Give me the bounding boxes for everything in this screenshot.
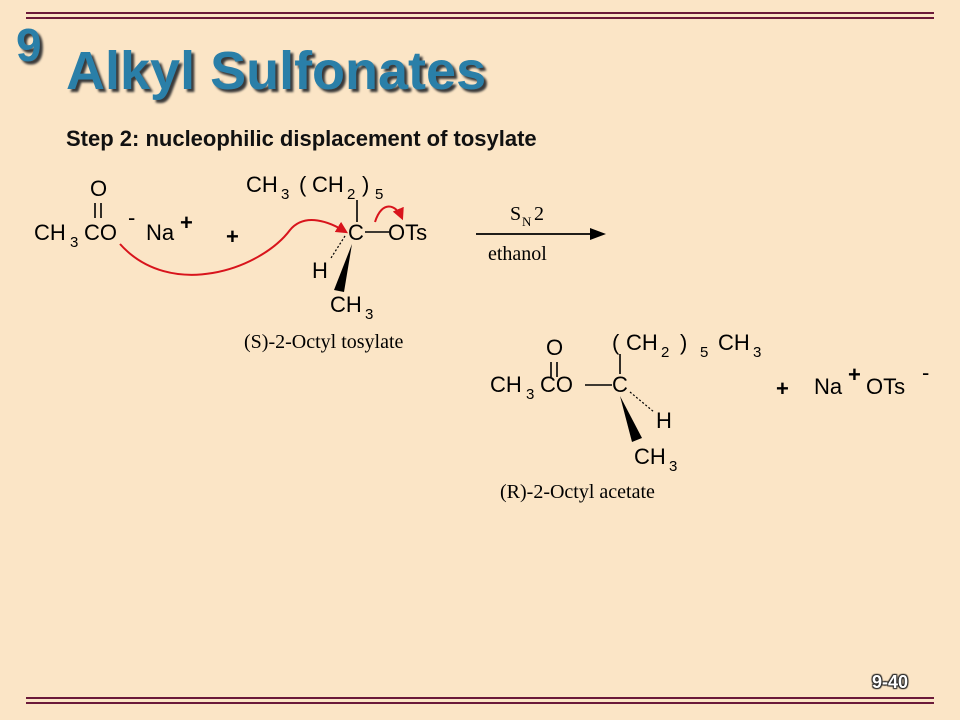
product-sub5: 5 bbox=[700, 344, 708, 361]
tosylate-chain-sub3: 3 bbox=[281, 186, 289, 203]
product-h-atom: H bbox=[656, 408, 672, 433]
product-methyl-ch: CH bbox=[634, 444, 666, 469]
acetate-sub3: 3 bbox=[70, 234, 78, 251]
bottom-rule bbox=[26, 697, 934, 704]
product-carbonyl-oxygen: O bbox=[546, 335, 563, 360]
byproduct-ots: OTs bbox=[866, 374, 905, 399]
acetate-ch: CH bbox=[34, 220, 66, 245]
product-octyl-acetate: O CH 3 CO C ( CH 2 ) 5 CH 3 H CH 3 (R)-2… bbox=[490, 330, 761, 503]
product-ch: CH bbox=[490, 372, 522, 397]
reactant-sodium-acetate: O CH 3 CO - Na + bbox=[34, 176, 193, 251]
carbonyl-oxygen: O bbox=[90, 176, 107, 201]
leaving-group-arrow bbox=[374, 205, 404, 223]
plus-sign-1: + bbox=[226, 224, 239, 249]
page-number: 9-40 bbox=[872, 672, 909, 692]
product-name: (R)-2-Octyl acetate bbox=[500, 481, 655, 503]
tosylate-paren-close: ) bbox=[362, 172, 369, 197]
product-center-carbon: C bbox=[612, 372, 628, 397]
product-methyl-sub3: 3 bbox=[669, 458, 677, 475]
reactant-octyl-tosylate: CH 3 ( CH 2 ) 5 C OTs H CH 3 (S)-2-Octyl… bbox=[244, 172, 427, 353]
tosylate-ch2: CH bbox=[312, 172, 344, 197]
sodium-plus: + bbox=[180, 210, 193, 235]
condition-sn: S bbox=[510, 203, 521, 225]
tosylate-center-carbon: C bbox=[348, 220, 364, 245]
acetate-co: CO bbox=[84, 220, 117, 245]
product-chain-ch: CH bbox=[718, 330, 750, 355]
condition-sn-order: 2 bbox=[534, 203, 544, 225]
acetate-minus: - bbox=[128, 205, 135, 230]
plus-sign-2: + bbox=[776, 376, 789, 401]
tosylate-sub5: 5 bbox=[375, 186, 383, 203]
byproduct-sodium-tosylate: Na + OTs - bbox=[814, 360, 929, 399]
byproduct-minus: - bbox=[922, 360, 929, 385]
condition-sn-sub: N bbox=[522, 214, 532, 229]
tosylate-sub2: 2 bbox=[347, 186, 355, 203]
product-paren-open: ( bbox=[612, 330, 620, 355]
product-paren-close: ) bbox=[680, 330, 687, 355]
leaving-group-ots: OTs bbox=[388, 220, 427, 245]
product-ch2: CH bbox=[626, 330, 658, 355]
reaction-arrow-head bbox=[590, 228, 606, 240]
tosylate-methyl-ch: CH bbox=[330, 292, 362, 317]
product-sub2: 2 bbox=[661, 344, 669, 361]
tosylate-h-atom: H bbox=[312, 258, 328, 283]
condition-solvent: ethanol bbox=[488, 243, 547, 265]
product-chain-sub3: 3 bbox=[753, 344, 761, 361]
byproduct-plus: + bbox=[848, 362, 861, 387]
nucleophile-attack-arrow bbox=[119, 219, 349, 276]
product-co: CO bbox=[540, 372, 573, 397]
tosylate-name: (S)-2-Octyl tosylate bbox=[244, 331, 404, 353]
reaction-conditions: S N 2 ethanol bbox=[476, 203, 606, 265]
tosylate-paren-open: ( bbox=[299, 172, 307, 197]
tosylate-chain-ch: CH bbox=[246, 172, 278, 197]
chapter-number: 9 bbox=[16, 19, 42, 71]
top-rule bbox=[26, 12, 934, 19]
tosylate-methyl-sub3: 3 bbox=[365, 306, 373, 323]
slide-subtitle: Step 2: nucleophilic displacement of tos… bbox=[66, 126, 537, 151]
slide-title: Alkyl Sulfonates bbox=[66, 41, 487, 101]
product-sub3: 3 bbox=[526, 386, 534, 403]
sodium-counterion: Na bbox=[146, 220, 175, 245]
byproduct-na: Na bbox=[814, 374, 843, 399]
